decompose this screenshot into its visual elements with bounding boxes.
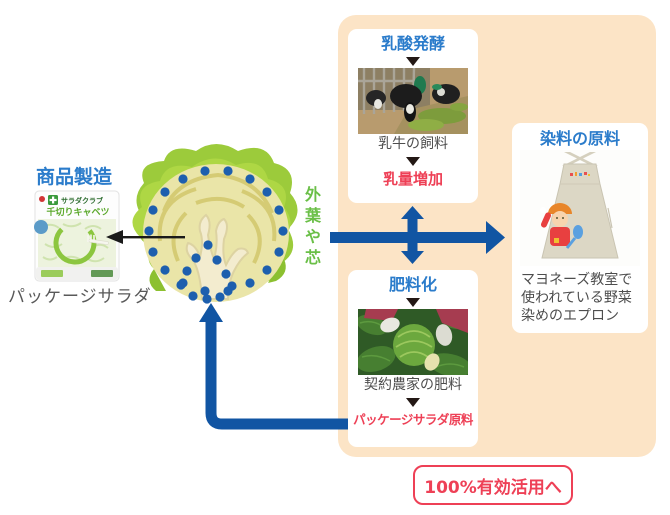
fertilizer-result: パッケージサラダ原料 (353, 411, 473, 427)
product-manufacturing-label: 商品製造 (36, 166, 113, 188)
apron-chest-decoration (570, 172, 590, 176)
full-utilization-label: 100%有効活用へ (424, 477, 562, 498)
saladclub-logo-icon (48, 195, 58, 205)
fertilizer-title: 肥料化 (388, 275, 437, 294)
down-triangle-icon (406, 156, 420, 166)
package-badge-icon (34, 220, 48, 234)
dairy-cows-feeding-photo (358, 68, 468, 134)
package-brand-text: サラダクラブ (61, 196, 103, 205)
package-product-text: 千切りキャベツ (46, 206, 109, 218)
dye-title: 染料の原料 (539, 129, 620, 148)
recycle-return-arrow-icon (199, 303, 350, 430)
full-utilization-badge: 100%有効活用へ (413, 465, 573, 505)
packaged-salad-label: パッケージサラダ (8, 287, 152, 307)
fermentation-caption: 乳牛の飼料 (378, 136, 448, 152)
fermentation-result: 乳量増加 (382, 169, 443, 188)
green-ring-icon (53, 221, 97, 265)
two-way-arrow-icon (401, 206, 424, 264)
fork-icon (87, 234, 109, 245)
vegetable-dyed-apron-photo (520, 150, 640, 266)
kewpie-logo-icon (39, 196, 45, 202)
down-triangle-icon (406, 298, 420, 307)
fermentation-title: 乳酸発酵 (380, 34, 445, 53)
dye-card: 染料の原料 (512, 123, 648, 333)
cabbage-harvest-photo (358, 309, 468, 375)
fertilizer-caption: 契約農家の肥料 (364, 377, 462, 393)
to-product-arrow-icon (106, 230, 185, 244)
down-triangle-icon (406, 57, 420, 66)
fermentation-card: 乳酸発酵 乳牛の飼料 (348, 29, 478, 203)
dye-caption: マヨネーズ教室で使われている野菜染めのエプロン (521, 272, 633, 325)
apron-character-illustration (540, 203, 583, 249)
outer-leaves-core-label: 外葉や芯 (302, 186, 321, 270)
fertilizer-card: 肥料化 契約農家の肥料 パッケージサラダ原料 (348, 270, 478, 447)
down-triangle-icon (406, 397, 420, 407)
dotted-outline (144, 166, 288, 304)
cabbage-cross-section-image (132, 144, 298, 304)
